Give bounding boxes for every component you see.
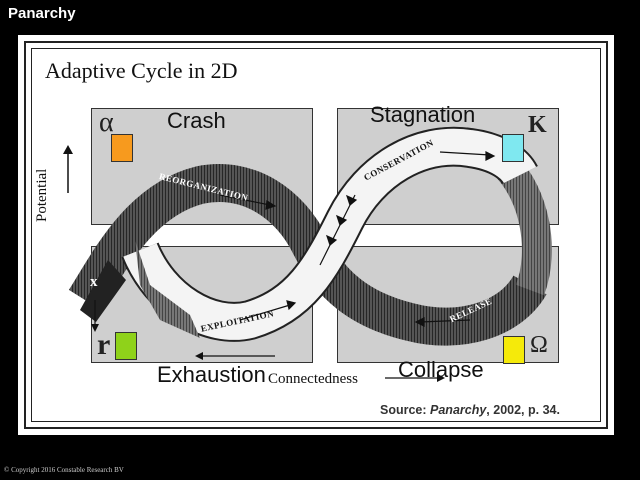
- x-down-arrow-icon: [88, 300, 102, 332]
- crash-label: Crash: [167, 108, 226, 134]
- x-symbol: x: [90, 274, 98, 291]
- r-symbol: r: [97, 328, 110, 362]
- copyright-notice: © Copyright 2016 Constable Research BV: [4, 466, 124, 474]
- crash-color-square: [111, 134, 133, 162]
- k-to-omega-band: [505, 165, 537, 290]
- source-citation: Source: Panarchy, 2002, p. 34.: [380, 403, 560, 417]
- x-axis-label: Connectedness: [268, 371, 358, 388]
- right-arrow-icon: [385, 372, 445, 384]
- stagnation-color-square: [502, 134, 524, 162]
- exhaustion-color-square: [115, 332, 137, 360]
- stagnation-label: Stagnation: [370, 102, 475, 128]
- exhaustion-label: Exhaustion: [157, 362, 266, 388]
- y-axis-label: Potential: [34, 169, 51, 222]
- omega-symbol: Ω: [530, 332, 548, 359]
- left-arrow-icon: [195, 350, 275, 362]
- collapse-color-square: [503, 336, 525, 364]
- k-symbol: K: [528, 112, 547, 139]
- y-axis-arrow-icon: [60, 145, 76, 195]
